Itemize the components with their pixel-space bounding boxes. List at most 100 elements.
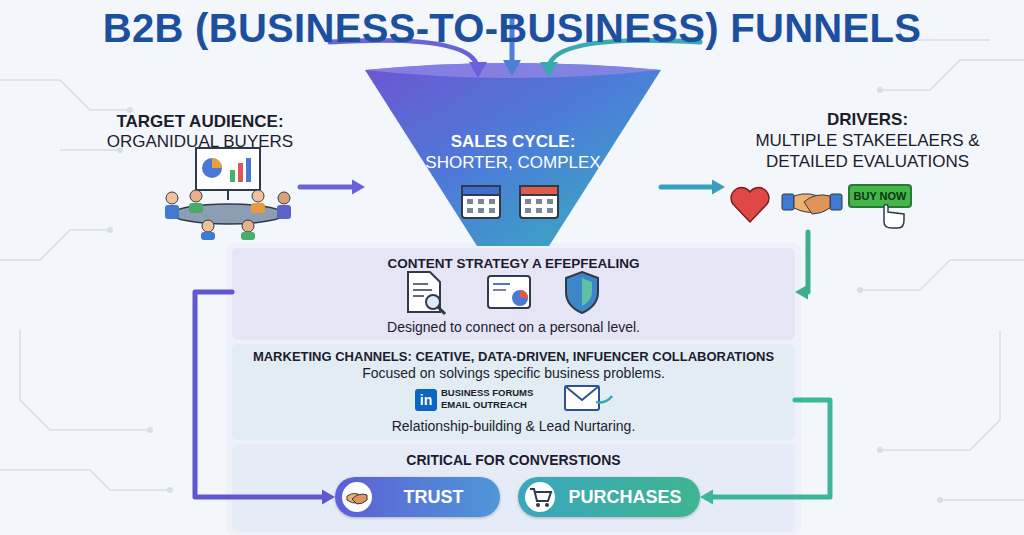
flow-connector [700,400,830,505]
document-search-icon [426,295,440,309]
meeting-illustration [238,163,243,182]
cursor-hand [884,205,904,229]
meeting-illustration [242,220,254,232]
content-band: CRITICAL FOR CONVERSTIONS TRUST PURCHASES [232,444,795,532]
trust-icon [352,494,367,504]
funnel-body [365,63,661,246]
meeting-illustration [190,190,202,202]
arrowhead [352,180,365,195]
circuit-lines [860,260,1024,290]
trust-icon [342,482,372,512]
shield-icon [566,272,598,313]
connector-line [710,400,830,497]
document-search-icon [413,289,432,291]
linkedin-icon [415,389,437,411]
circuit-lines [940,499,1024,501]
meeting-illustration [252,190,264,202]
calendar-icon [478,208,484,213]
calendar-icon [462,186,500,195]
node-text: TRUST [371,477,496,517]
calendar-icon [536,208,542,213]
meeting-illustration [212,158,222,168]
node-text: Focused on solvings specific business pr… [232,365,795,382]
circuit-dots [857,287,863,293]
heart-icon [731,188,769,222]
envelope-icon [596,396,612,402]
calendar-icon [536,199,542,204]
meeting-illustration [230,170,235,182]
circuit-lines [20,330,150,430]
cart-icon [525,482,555,512]
handshake-icon [830,194,842,210]
meeting-illustration [172,204,284,224]
node-text: PURCHASES [554,477,696,517]
calendar-icon [478,199,484,204]
inflow-arrowhead [469,60,558,78]
calendar-icon [520,186,558,195]
calendar-icon [462,186,558,218]
meeting-illustration [278,192,290,204]
calendar-icon [547,199,553,204]
calendar-icon [489,208,495,213]
connector-line [195,292,325,497]
cart-icon [536,503,540,507]
meeting-illustration [251,203,265,213]
document-search-icon [413,283,428,285]
meeting-illustration [277,205,291,219]
circuit-dots [107,227,113,233]
calendar-icon [467,208,473,213]
connector-line [805,232,808,292]
handshake-icon [782,194,842,214]
document-search-icon [408,272,440,312]
circuit-dots [877,447,883,453]
arrowhead [712,180,725,195]
arrowhead [795,285,808,300]
calendar-icon [462,186,500,218]
circuit-lines [0,80,130,110]
arrowhead [700,490,713,505]
document-search-icon [413,295,424,297]
calendar-icon [547,208,553,213]
calendar-icon [520,186,558,218]
shield-icon [566,272,598,313]
flow-connector [795,232,808,300]
meeting-illustration [189,203,203,213]
node-text: BUY NOW [850,186,910,206]
cursor-hand [884,205,904,229]
calendar-icon [525,208,531,213]
node-text: SHORTER, COMPLEX [405,153,621,173]
meeting-illustration [246,158,251,182]
meeting-illustration [196,148,260,190]
circuit-lines [880,60,1024,90]
connector-line [300,185,355,190]
node-heading: SALES CYCLE: [365,132,661,152]
handshake-icon [782,194,794,210]
circuit-dots [167,487,173,493]
panel-backdrop [226,243,801,535]
node-heading: DRIVERS: [725,110,1010,130]
document-search-icon [408,272,445,314]
meeting-illustration [202,220,214,232]
envelope-icon [565,386,599,400]
meeting-illustration [166,192,178,204]
node-heading: MARKETING CHANNELS: CEATIVE, DATA-DRIVEN… [232,349,795,365]
meeting-illustration [165,205,179,219]
funnel-shape: SALES CYCLE:SHORTER, COMPLEX [365,62,661,246]
node-heading: TARGET AUDIENCE: [100,112,300,132]
node-text: Relationship-building & Lead Nurtaring. [232,418,795,435]
heart-icon [731,188,769,222]
calendar-icon [525,199,531,204]
circuit-lines [0,470,170,490]
meeting-illustration [241,232,255,240]
panel-backdrop [226,243,801,535]
buy-button: BUY NOW [848,184,912,208]
connector-line [661,185,715,190]
shield-icon [582,278,592,306]
envelope-icon [565,386,599,410]
envelope-icon [565,386,612,410]
circuit-lines [0,20,1024,500]
chart-card-icon [520,290,528,298]
node-text: CRITICAL FOR CONVERSTIONS [232,452,795,469]
flow-connector [661,180,725,195]
linkedin-icon [415,389,437,411]
